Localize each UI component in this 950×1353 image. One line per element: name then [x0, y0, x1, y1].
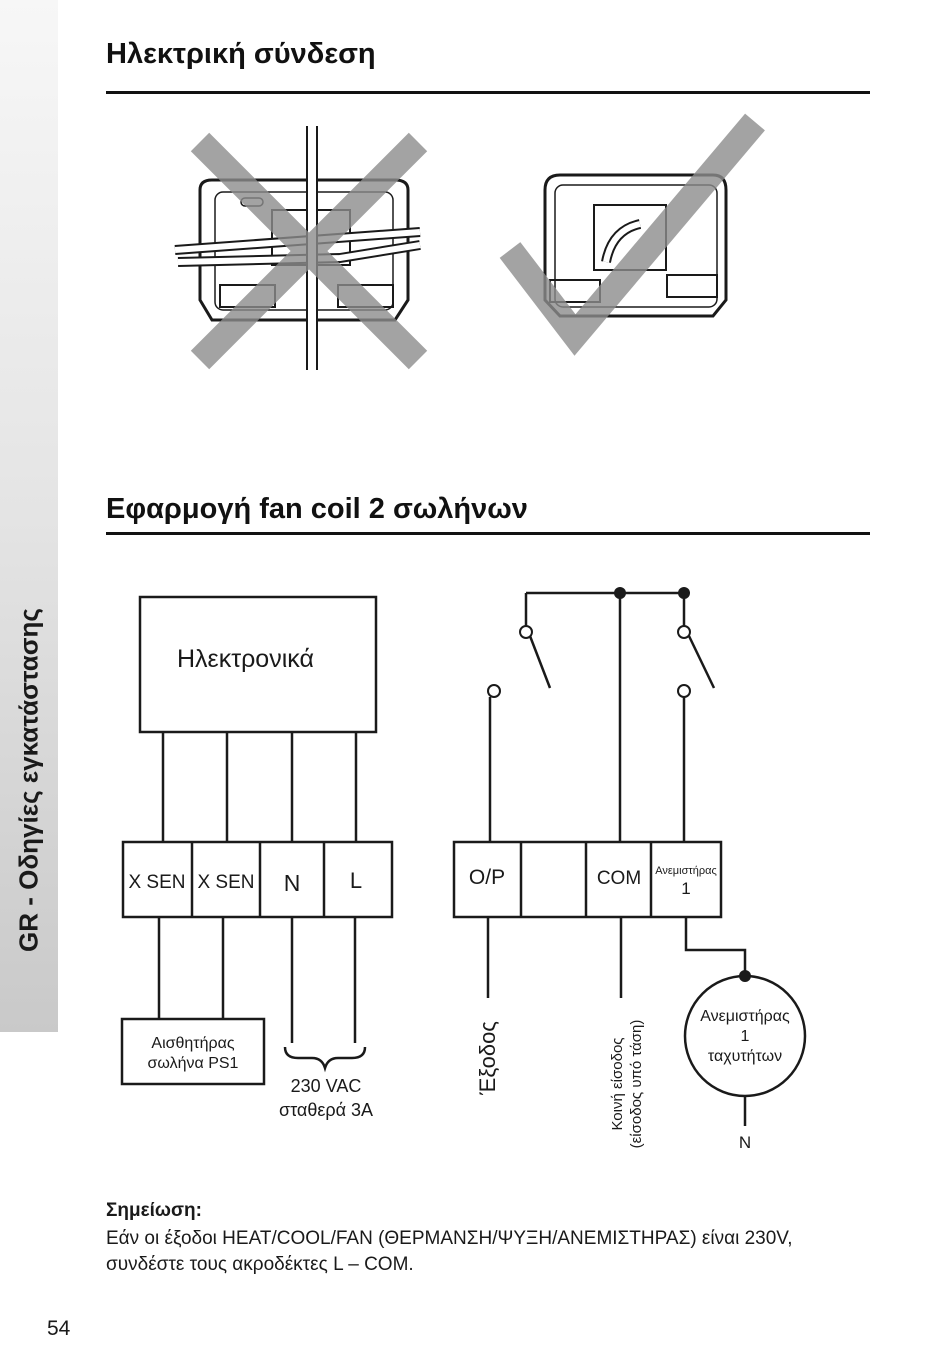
cross-mark-icon [190, 132, 428, 370]
terminal-l: L [350, 868, 362, 893]
supply-brace [283, 1046, 367, 1073]
electronics-label: Ηλεκτρονικά [177, 645, 314, 673]
side-tab-label: GR - Οδηγίες εγκατάστασης [13, 608, 44, 952]
correct-mounting-figure [499, 113, 765, 356]
note-body: Εάν οι έξοδοι HEAT/COOL/FAN (ΘΕΡΜΑΝΣΗ/ΨΥ… [106, 1228, 793, 1275]
check-mark-icon [499, 113, 765, 356]
left-terminal-block [121, 840, 394, 919]
note-title: Σημείωση: [106, 1200, 202, 1221]
supply-label-line-2: σταθερά 3A [279, 1100, 373, 1120]
common-label-line-2: (είσοδος υπό τάση) [628, 1020, 645, 1149]
terminal-xsen-2: X SEN [197, 872, 254, 893]
sensor-label-line-2: σωλήνα PS1 [148, 1055, 239, 1072]
pipe-sensor-box [120, 1017, 266, 1086]
electronics-box [138, 595, 378, 734]
terminal-fan-label: Ανεμιστήρας [655, 865, 717, 877]
output-label: Έξοδος [475, 1021, 500, 1096]
page-number: 54 [47, 1317, 71, 1340]
neutral-label: N [739, 1133, 751, 1152]
terminal-xsen-1: X SEN [128, 872, 185, 893]
right-terminal-block [452, 840, 723, 919]
installation-illustrations [174, 113, 765, 370]
section-title-fan-coil: Εφαρμογή fan coil 2 σωλήνων [106, 493, 528, 525]
fan-motor-label-line-1: Ανεμιστήρας [700, 1008, 790, 1025]
fan-motor-label-line-2: 1 [741, 1028, 750, 1045]
side-tab: GR - Οδηγίες εγκατάστασης [0, 0, 58, 1032]
fan-motor-label-line-3: ταχυτήτων [708, 1048, 782, 1065]
section-title-electrical-connection: Ηλεκτρική σύνδεση [106, 38, 376, 70]
terminal-n: N [284, 870, 301, 896]
switch-contact [687, 635, 716, 689]
switch-contact [528, 635, 552, 689]
terminal-fan-number: 1 [681, 879, 690, 898]
incorrect-mounting-figure [174, 126, 428, 370]
sensor-label-line-1: Αισθητήρας [151, 1035, 234, 1052]
fan-motor-circle [683, 974, 807, 1098]
section-divider [106, 532, 870, 535]
section-divider [106, 91, 870, 94]
terminal-com: COM [597, 868, 641, 889]
terminal-op: O/P [469, 866, 505, 889]
supply-label-line-1: 230 VAC [291, 1076, 362, 1096]
common-label-line-1: Κοινή είσοδος [609, 1037, 626, 1130]
